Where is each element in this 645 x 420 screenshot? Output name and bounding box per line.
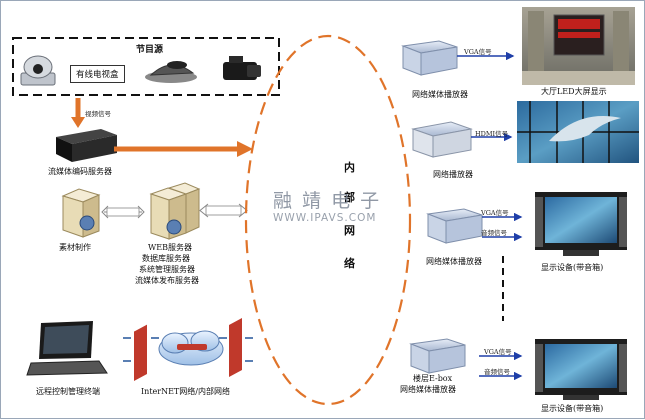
video-wall-image <box>517 101 639 163</box>
internal-network-ring <box>244 34 412 406</box>
firewall-icon <box>229 318 242 377</box>
source-box-title: 节目源 <box>136 45 164 55</box>
server-label-mgmt: 系统管理服务器 <box>139 265 195 274</box>
camcorder-icon <box>223 56 261 80</box>
media-player-icon <box>426 208 483 244</box>
watermark-chinese: 融 靖 电 子 <box>273 190 382 212</box>
audio-signal-2: 音频信号 <box>484 368 510 376</box>
display2-label: 显示设备(带音箱) <box>541 404 604 413</box>
audio-signal-1: 音频信号 <box>481 229 507 237</box>
hdmi-signal: HDMI信号 <box>475 130 509 138</box>
encoder-label: 流媒体编码服务器 <box>48 167 112 176</box>
cloud-icon <box>158 330 224 366</box>
watermark-url: WWW.IPAVS.COM <box>273 212 377 224</box>
media-player-icon <box>401 40 458 76</box>
network-char-2: 部 <box>344 191 355 204</box>
server-label-stream: 流媒体发布服务器 <box>135 276 199 285</box>
ebox-player-icon <box>409 338 466 374</box>
player4-label-line2: 网络媒体播放器 <box>400 385 456 394</box>
display-screen-icon <box>535 192 627 256</box>
network-char-4: 络 <box>344 257 355 270</box>
video-signal-label: 视频信号 <box>85 110 111 118</box>
remote-terminal-label: 远程控制管理终端 <box>36 387 100 396</box>
laptop-icon <box>26 321 108 376</box>
server-label-web: WEB服务器 <box>148 243 192 252</box>
network-char-3: 网 <box>344 224 355 237</box>
vga-signal-1: VGA信号 <box>464 48 492 56</box>
server-label-db: 数据库服务器 <box>142 254 190 263</box>
source-box <box>12 37 280 96</box>
hdmi-player-icon <box>411 121 473 158</box>
led-display-label: 大厅LED大屏显示 <box>541 87 607 96</box>
network-char-1: 内 <box>344 161 355 174</box>
firewall-icon <box>133 323 148 381</box>
internet-label: InterNET网络/内部网络 <box>141 387 230 396</box>
player4-label-line1: 楼层E-box <box>413 374 453 383</box>
led-wall-image <box>522 7 635 85</box>
server-rack-icon <box>149 182 201 240</box>
player3-label: 网络媒体播放器 <box>426 257 482 266</box>
vga-signal-3: VGA信号 <box>484 348 512 356</box>
display-screen-icon <box>535 339 627 400</box>
conference-camera-icon <box>145 61 197 83</box>
encoder-device-icon <box>56 129 117 162</box>
player1-label: 网络媒体播放器 <box>412 90 468 99</box>
display1-label: 显示设备(带音箱) <box>541 263 604 272</box>
vga-signal-2: VGA信号 <box>481 209 509 217</box>
material-server-icon <box>61 188 101 238</box>
material-label: 素材制作 <box>59 243 91 252</box>
cable-box-label: 有线电视盒 <box>70 65 125 83</box>
ptz-camera-icon <box>20 55 56 86</box>
player2-label: 网络播放器 <box>433 170 473 179</box>
